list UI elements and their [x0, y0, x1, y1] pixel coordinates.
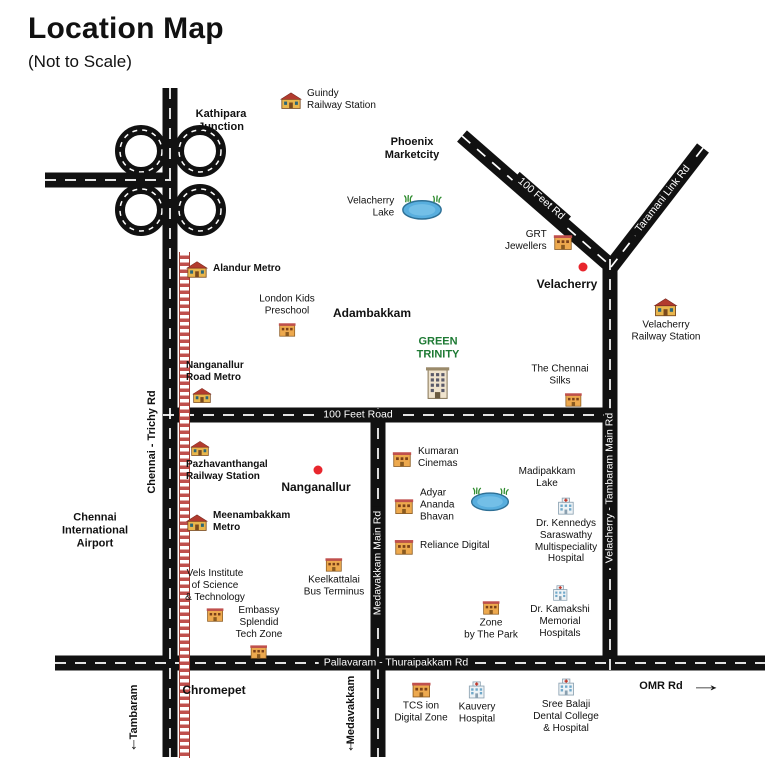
railway-line — [179, 252, 190, 758]
velacherry-marker-dot — [578, 262, 588, 272]
poi-kumaran-cinemas: Kumaran Cinemas — [391, 446, 459, 470]
place-adambakkam: Adambakkam — [332, 305, 412, 320]
building-icon — [410, 678, 432, 700]
poi-guindy-railway-station: Guindy Railway Station — [280, 88, 376, 112]
direction-label-medavakkam: Medavakkam — [345, 675, 357, 745]
page-title: Location Map — [28, 12, 224, 45]
poi-sree-balaji-dental-college: Sree Balaji Dental College & Hospital — [533, 676, 599, 734]
road-label-100-feet-road: 100 Feet Road — [318, 408, 398, 422]
poi-velacherry-lake: Velacherry Lake — [347, 193, 445, 222]
building-icon — [391, 447, 413, 469]
poi-label: Pazhavanthangal Railway Station — [186, 459, 268, 482]
building-icon — [552, 230, 574, 252]
metro-station-icon — [192, 385, 212, 405]
poi-pazhavanthangal-railway-station: Pazhavanthangal Railway Station — [186, 438, 268, 483]
green-trinity-label: GREEN TRINITY — [416, 335, 460, 361]
apartment-tower-icon — [421, 362, 455, 400]
poi-meenambakkam-metro: Meenambakkam Metro — [186, 510, 290, 534]
building-icon — [277, 318, 297, 338]
hospital-icon — [555, 676, 577, 698]
railway-station-icon — [280, 89, 302, 111]
road-label-chennai-trichy: Chennai - Trichy Rd — [146, 390, 158, 494]
poi-dr-kamakshi-hospital: Dr. Kamakshi Memorial Hospitals — [530, 583, 590, 639]
poi-label: Embassy Splendid Tech Zone — [235, 604, 283, 640]
place-chromepet: Chromepet — [182, 682, 246, 697]
hospital-icon — [555, 495, 577, 517]
poi-label: Velacherry Railway Station — [631, 319, 701, 343]
metro-station-icon — [186, 511, 208, 533]
poi-label: Alandur Metro — [213, 263, 281, 275]
place-velacherry: Velacherry — [536, 276, 598, 291]
poi-label: Meenambakkam Metro — [213, 510, 291, 533]
nanganallur-marker-dot — [313, 465, 323, 475]
poi-dr-kennedys-hospital: Dr. Kennedys Saraswathy Multispeciality … — [535, 495, 597, 565]
poi-the-chennai-silks: The Chennai Silks — [531, 363, 589, 409]
building-icon — [563, 388, 583, 408]
poi-label: Kauvery Hospital — [458, 701, 496, 725]
railway-station-icon — [190, 438, 210, 458]
building-icon — [393, 535, 415, 557]
poi-label: TCS ion Digital Zone — [394, 700, 448, 724]
place-kathipara-junction: Kathipara Junction — [195, 108, 247, 133]
lake-icon — [399, 193, 445, 222]
building-icon — [205, 604, 225, 624]
poi-label: Vels Institute of Science & Technology — [185, 567, 245, 603]
poi-embassy-splendid-tech-zone: Embassy Splendid Tech Zone — [235, 604, 283, 661]
poi-label: Kumaran Cinemas — [418, 446, 459, 469]
building-icon — [393, 494, 415, 516]
poi-label: GRT Jewellers — [505, 229, 547, 252]
poi-label: Guindy Railway Station — [307, 88, 376, 111]
poi-reliance-digital: Reliance Digital — [393, 535, 489, 557]
poi-label: Nanganallur Road Metro — [186, 360, 244, 383]
medavakkam-down-arrow-icon: ↓ — [347, 737, 355, 754]
hospital-icon — [466, 679, 488, 701]
poi-label: Keelkattalai Bus Terminus — [303, 574, 365, 598]
metro-station-icon — [186, 258, 208, 280]
road-label-medavakkam-main: Medavakkam Main Rd — [371, 505, 385, 621]
poi-label: Sree Balaji Dental College & Hospital — [533, 698, 599, 734]
poi-label: Reliance Digital — [420, 540, 490, 552]
poi-london-kids-preschool: London Kids Preschool — [259, 294, 315, 339]
omr-right-arrow-icon: → — [688, 675, 724, 696]
poi-label: Adyar Ananda Bhavan — [420, 487, 455, 522]
road-label-velacherry-tambaram: Velacherry - Tambaram Main Rd — [603, 407, 617, 569]
place-chennai-international-airport: Chennai International Airport — [61, 511, 129, 550]
poi-kauvery-hospital: Kauvery Hospital — [458, 679, 496, 726]
poi-keelkattalai-bus-terminus: Keelkattalai Bus Terminus — [304, 554, 364, 599]
poi-tcs-ion-digital-zone: TCS ion Digital Zone — [394, 678, 448, 725]
building-icon — [249, 641, 269, 661]
poi-label: Dr. Kennedys Saraswathy Multispeciality … — [534, 517, 598, 565]
poi-green-trinity: GREEN TRINITY — [416, 335, 460, 401]
poi-label: Dr. Kamakshi Memorial Hospitals — [530, 603, 590, 639]
tambaram-down-arrow-icon: ↓ — [130, 736, 138, 753]
poi-label: Velacherry Lake — [347, 195, 395, 218]
poi-madipakkam-lake-label: Madipakkam Lake — [519, 466, 576, 490]
place-phoenix-marketcity: Phoenix Marketcity — [384, 136, 440, 161]
poi-zone-by-the-park: Zone by The Park — [464, 597, 518, 642]
poi-velacherry-railway-station: Velacherry Railway Station — [631, 295, 701, 344]
poi-label: Madipakkam Lake — [518, 466, 576, 489]
road-label-omr: OMR Rd — [639, 680, 683, 692]
poi-grt-jewellers: GRT Jewellers — [505, 229, 574, 253]
poi-label: The Chennai Silks — [531, 363, 589, 387]
hospital-icon — [550, 583, 570, 603]
direction-label-tambaram: Tambaram — [128, 684, 140, 740]
railway-station-icon — [654, 295, 678, 319]
poi-madipakkam-lake-icon — [468, 485, 512, 513]
poi-alandur-metro: Alandur Metro — [186, 258, 281, 280]
poi-label: Zone by The Park — [464, 617, 518, 641]
place-nanganallur: Nanganallur — [281, 479, 351, 494]
poi-label: London Kids Preschool — [259, 293, 315, 317]
road-label-pallavaram-thuraipakkam: Pallavaram - Thuraipakkam Rd — [318, 656, 474, 670]
building-icon — [324, 554, 344, 574]
kathipara-cloverleaf-icon — [115, 125, 226, 236]
poi-nanganallur-road-metro: Nanganallur Road Metro — [186, 360, 244, 405]
poi-vels-institute: Vels Institute of Science & Technology — [185, 568, 245, 624]
page-subtitle: (Not to Scale) — [28, 52, 132, 71]
building-icon — [481, 597, 501, 617]
poi-adyar-ananda-bhavan: Adyar Ananda Bhavan — [393, 487, 454, 522]
lake-icon — [468, 485, 512, 513]
